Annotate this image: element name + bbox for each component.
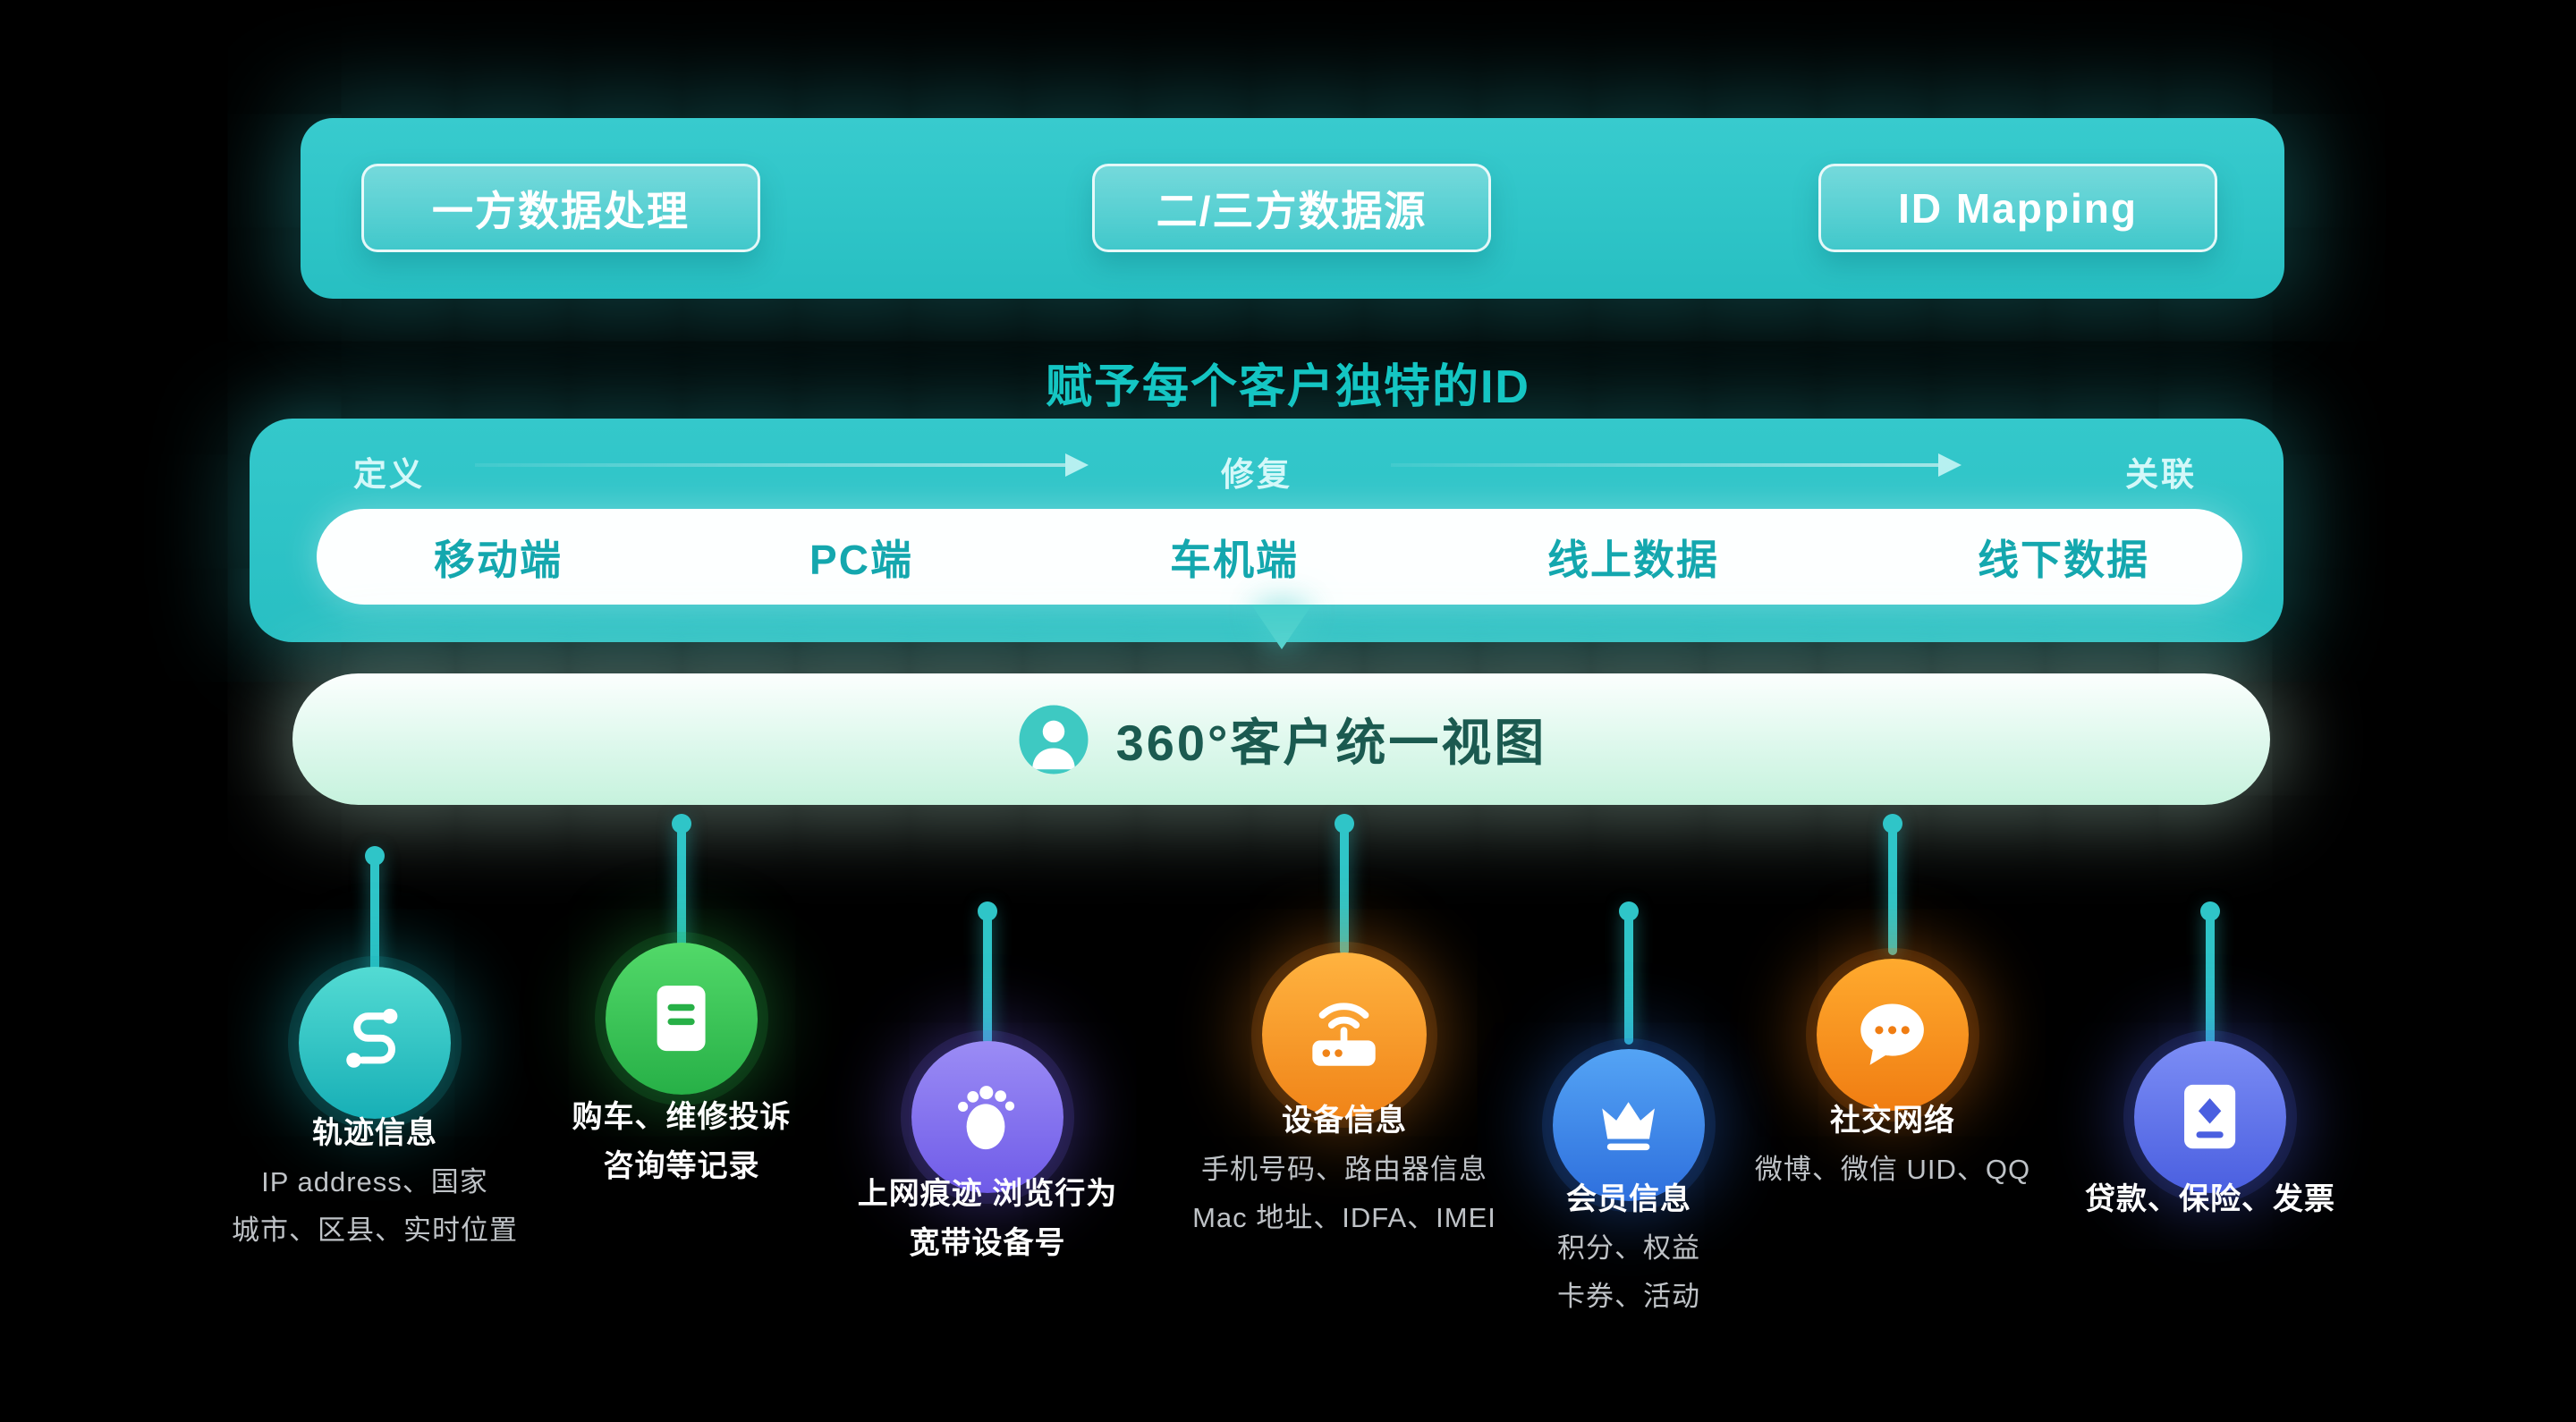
- person-icon: [1016, 702, 1091, 777]
- source-title: 购车、维修投诉: [572, 1100, 792, 1134]
- connector-dot: [672, 814, 691, 834]
- channel-mobile: 移动端: [434, 536, 563, 583]
- channel-offline-data: 线下数据: [1978, 536, 2149, 583]
- source-title: 上网痕迹 浏览行为: [857, 1177, 1118, 1211]
- connector-dot: [1619, 901, 1639, 921]
- source-label: 购车、维修投诉咨询等记录: [333, 1093, 1030, 1191]
- connector-line: [672, 814, 691, 955]
- unified-view-bar: 360°客户统一视图: [292, 673, 2270, 805]
- source-circle: [299, 967, 451, 1119]
- connector-line: [1883, 814, 1902, 955]
- source-title: 社交网络: [1830, 1104, 1955, 1138]
- source-label: 设备信息手机号码、路由器信息 Mac 地址、IDFA、IMEI: [996, 1096, 1693, 1242]
- channel-online-data: 线上数据: [1547, 536, 1719, 583]
- channel-bar: 移动端 PC端 车机端 线上数据 线下数据: [317, 509, 2242, 605]
- connector-line: [2200, 901, 2220, 1046]
- source-desc: 城市、区县、实时位置: [232, 1215, 518, 1246]
- stage-define: 定义: [353, 456, 425, 493]
- source-circle: [1262, 952, 1427, 1117]
- connector-dot: [2200, 901, 2220, 921]
- router-icon: [1298, 988, 1390, 1080]
- source-desc: 手机号码、路由器信息: [1201, 1154, 1487, 1185]
- source-title: 贷款、保险、发票: [2085, 1182, 2335, 1216]
- connector-dot: [365, 846, 385, 866]
- source-desc: 积分、权益: [1557, 1232, 1700, 1264]
- source-title: 轨迹信息: [312, 1116, 437, 1150]
- source-circle: [2134, 1041, 2286, 1193]
- source-title: 宽带设备号: [909, 1226, 1066, 1260]
- banner-button-id-mapping: ID Mapping: [1818, 164, 2217, 252]
- source-circle: [606, 943, 758, 1095]
- connector-line: [1619, 901, 1639, 1045]
- document-icon: [639, 976, 724, 1061]
- arrow-right-icon: [475, 453, 1089, 477]
- source-label: 社交网络微博、微信 UID、QQ: [1544, 1096, 2241, 1194]
- source-circle: [1553, 1049, 1705, 1201]
- connector-line: [365, 846, 385, 982]
- source-circle: [911, 1041, 1063, 1193]
- source-title: 会员信息: [1566, 1182, 1691, 1216]
- invoice-icon: [2167, 1074, 2252, 1159]
- source-desc: 卡券、活动: [1557, 1281, 1700, 1312]
- data-sources-banner: 一方数据处理 二/三方数据源 ID Mapping: [301, 118, 2284, 299]
- source-title: 咨询等记录: [603, 1149, 760, 1183]
- route-icon: [332, 1000, 417, 1085]
- source-label: 上网痕迹 浏览行为宽带设备号: [639, 1170, 1336, 1268]
- source-desc: Mac 地址、IDFA、IMEI: [1192, 1202, 1496, 1233]
- unique-id-title: 赋予每个客户独特的ID: [1045, 361, 1530, 413]
- connector-line: [1335, 814, 1354, 955]
- connector-dot: [1883, 814, 1902, 834]
- source-title: 设备信息: [1282, 1104, 1407, 1138]
- channel-pc: PC端: [809, 536, 913, 583]
- stage-associate: 关联: [2125, 456, 2197, 493]
- footprint-icon: [945, 1074, 1030, 1159]
- channel-car: 车机端: [1170, 536, 1299, 583]
- connector-line: [978, 901, 997, 1045]
- source-label: 轨迹信息 IP address、国家城市、区县、实时位置: [26, 1109, 724, 1255]
- down-arrow-icon: [1251, 605, 1312, 649]
- connector-dot: [1335, 814, 1354, 834]
- arrow-right-icon: [1391, 453, 1962, 477]
- stage-repair: 修复: [1221, 456, 1292, 493]
- source-label: 会员信息积分、权益卡券、活动: [1280, 1175, 1978, 1321]
- banner-button-second-third-party-data: 二/三方数据源: [1092, 164, 1491, 252]
- source-desc: 微博、微信 UID、QQ: [1754, 1154, 2031, 1185]
- banner-button-first-party-data: 一方数据处理: [361, 164, 760, 252]
- unified-view-label: 360°客户统一视图: [1115, 715, 1547, 771]
- crown-icon: [1586, 1082, 1671, 1167]
- source-circle: [1817, 959, 1969, 1111]
- chat-icon: [1850, 992, 1935, 1077]
- source-label: 贷款、保险、发票: [1861, 1175, 2559, 1224]
- connector-dot: [978, 901, 997, 921]
- source-desc: IP address、国家: [261, 1166, 488, 1198]
